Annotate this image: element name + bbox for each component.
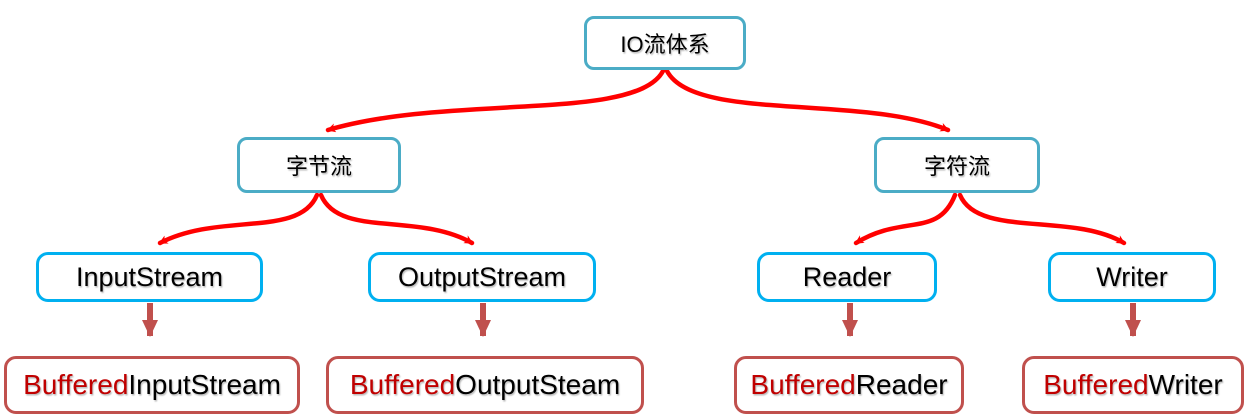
arrow-char-to-reader bbox=[853, 192, 958, 246]
node-io-root: IO流体系 bbox=[584, 16, 746, 70]
arrow-byte-to-inputstream bbox=[157, 192, 320, 246]
node-buffered-outputsteam-prefix: Buffered bbox=[349, 369, 456, 400]
arrow-io-to-char-stream bbox=[664, 68, 951, 133]
node-buffered-inputstream-prefix: Buffered bbox=[23, 369, 129, 400]
arrow-byte-to-outputstream bbox=[318, 192, 475, 246]
node-inputstream-label: InputStream bbox=[75, 261, 224, 292]
node-buffered-reader-suffix: Reader bbox=[855, 369, 948, 400]
node-buffered-writer-prefix: Buffered bbox=[1043, 369, 1149, 400]
arrow-char-to-writer bbox=[957, 192, 1127, 246]
node-buffered-inputstream-suffix: InputStream bbox=[128, 369, 281, 400]
node-reader: Reader bbox=[757, 252, 937, 302]
node-outputstream: OutputStream bbox=[368, 252, 596, 302]
node-buffered-writer-suffix: Writer bbox=[1148, 369, 1223, 400]
node-byte-stream-label: 字节流 bbox=[285, 154, 352, 179]
node-writer-label: Writer bbox=[1096, 261, 1168, 292]
node-writer: Writer bbox=[1048, 252, 1216, 302]
node-buffered-reader-prefix: Buffered bbox=[750, 369, 856, 400]
node-io-root-label: IO流体系 bbox=[620, 32, 710, 57]
node-char-stream: 字符流 bbox=[874, 137, 1040, 193]
node-byte-stream: 字节流 bbox=[237, 137, 401, 193]
node-buffered-outputsteam-suffix: OutputSteam bbox=[455, 369, 621, 400]
node-char-stream-label: 字符流 bbox=[923, 154, 990, 179]
node-outputstream-label: OutputStream bbox=[397, 261, 567, 292]
node-reader-label: Reader bbox=[802, 261, 892, 292]
arrow-io-to-byte-stream bbox=[325, 68, 666, 133]
node-inputstream: InputStream bbox=[36, 252, 263, 302]
